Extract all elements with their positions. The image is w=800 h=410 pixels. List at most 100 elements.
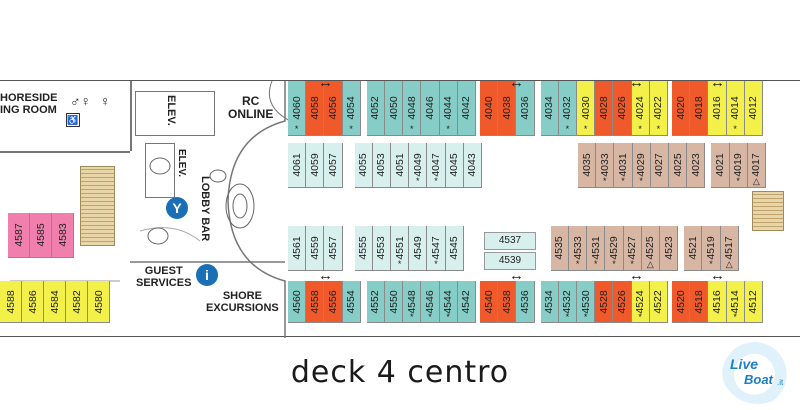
cabin[interactable]: 4538	[498, 281, 517, 323]
cabin[interactable]: 4033*	[596, 143, 615, 188]
cabin[interactable]: 4526	[613, 281, 632, 323]
cabin[interactable]: 4059	[306, 143, 325, 188]
cabin[interactable]: 4585	[30, 213, 52, 258]
cabin[interactable]: 4534	[540, 281, 559, 323]
cabin[interactable]: 4535	[550, 226, 569, 271]
cabin[interactable]: 4536	[516, 281, 535, 323]
cabin[interactable]: 4546*	[421, 281, 440, 323]
cabin[interactable]: 4036	[516, 81, 535, 136]
cabin[interactable]: 4012	[744, 81, 763, 136]
cabin[interactable]: 4554	[342, 281, 361, 323]
cabin[interactable]: 4528	[595, 281, 614, 323]
cabin[interactable]: 4549	[409, 226, 428, 271]
cabin[interactable]: 4044*	[439, 81, 458, 136]
cabin[interactable]: 4560	[288, 281, 307, 323]
cabin[interactable]: 4527*	[623, 226, 642, 271]
cabin[interactable]: 4014*	[726, 81, 745, 136]
cabin[interactable]: 4048*	[403, 81, 422, 136]
cabin[interactable]: 4524*	[631, 281, 650, 323]
cabin[interactable]: 4540	[480, 281, 499, 323]
cabin[interactable]: 4548*	[403, 281, 422, 323]
cabin[interactable]: 4031*	[614, 143, 633, 188]
cabin[interactable]: 4583	[52, 213, 74, 258]
cabin[interactable]: 4550	[385, 281, 404, 323]
cabin[interactable]: 4584	[44, 281, 66, 323]
cabin[interactable]: 4521	[684, 226, 703, 271]
cabin[interactable]: 4016	[708, 81, 727, 136]
cabin[interactable]: 4551*	[391, 226, 410, 271]
cabin[interactable]: 4022*	[649, 81, 668, 136]
cabin[interactable]: 4056	[324, 81, 343, 136]
cabin[interactable]: 4533*	[569, 226, 588, 271]
cabin[interactable]: 4050	[385, 81, 404, 136]
cabin[interactable]: 4047*	[427, 143, 446, 188]
cabin[interactable]: 4049*	[409, 143, 428, 188]
cabin[interactable]: 4547*	[427, 226, 446, 271]
cabin[interactable]: 4035	[578, 143, 597, 188]
cabin[interactable]: 4029*	[632, 143, 651, 188]
cabin[interactable]: 4027	[650, 143, 669, 188]
cabin[interactable]: 4021	[711, 143, 730, 188]
cabin[interactable]: 4040	[480, 81, 499, 136]
cabin[interactable]: 4561	[288, 226, 307, 271]
cabin[interactable]: 4553	[372, 226, 391, 271]
cabin[interactable]: 4032*	[558, 81, 577, 136]
cabin[interactable]: 4025	[669, 143, 688, 188]
cabin[interactable]: 4046	[421, 81, 440, 136]
cabin[interactable]: 4519*	[702, 226, 721, 271]
cabin[interactable]: 4019*	[729, 143, 748, 188]
cabin[interactable]: 4017△	[747, 143, 766, 188]
cabin[interactable]: 4545	[445, 226, 464, 271]
cabin[interactable]: 4023	[687, 143, 706, 188]
cabin[interactable]: 4024*	[631, 81, 650, 136]
cabin[interactable]: 4517△	[720, 226, 739, 271]
cabin[interactable]: 4552	[366, 281, 385, 323]
cabin[interactable]: 4520	[672, 281, 691, 323]
cabin[interactable]: 4057	[324, 143, 343, 188]
cabin[interactable]: 4060*	[288, 81, 307, 136]
cabin[interactable]: 4522	[649, 281, 668, 323]
cabin[interactable]: 4058	[306, 81, 325, 136]
cabin[interactable]: 4556	[324, 281, 343, 323]
cabin[interactable]: 4530*	[577, 281, 596, 323]
cabin[interactable]: 4516	[708, 281, 727, 323]
cabin[interactable]: 4514*	[726, 281, 745, 323]
cabin[interactable]: 4557	[324, 226, 343, 271]
cabin[interactable]: 4580	[88, 281, 110, 323]
cabin[interactable]: 4559	[306, 226, 325, 271]
cabin[interactable]: 4051	[391, 143, 410, 188]
cabin[interactable]: 4529*	[605, 226, 624, 271]
cabin[interactable]: 4034	[540, 81, 559, 136]
cabin[interactable]: 4030*	[577, 81, 596, 136]
cabin[interactable]: 4555	[354, 226, 373, 271]
cabin[interactable]: 4537	[484, 232, 536, 250]
cabin[interactable]: 4587	[8, 213, 30, 258]
cabin[interactable]: 4020	[672, 81, 691, 136]
cabin[interactable]: 4038	[498, 81, 517, 136]
cabin[interactable]: 4045	[445, 143, 464, 188]
cabin[interactable]: 4061	[288, 143, 307, 188]
cabin[interactable]: 4542	[457, 281, 476, 323]
cabin[interactable]: 4525△	[641, 226, 660, 271]
cabin[interactable]: 4531*	[587, 226, 606, 271]
cabin[interactable]: 4588	[0, 281, 22, 323]
cabin[interactable]: 4518	[690, 281, 709, 323]
cabin[interactable]: 4054*	[342, 81, 361, 136]
cabin[interactable]: 4532*	[558, 281, 577, 323]
cabin[interactable]: 4586	[22, 281, 44, 323]
cabin[interactable]: 4028	[595, 81, 614, 136]
cabin[interactable]: 4055	[354, 143, 373, 188]
cabin[interactable]: 4582	[66, 281, 88, 323]
cabin[interactable]: 4043	[463, 143, 482, 188]
cabin[interactable]: 4558	[306, 281, 325, 323]
cabin[interactable]: 4053	[372, 143, 391, 188]
cabin[interactable]: 4018	[690, 81, 709, 136]
cabin[interactable]: 4512	[744, 281, 763, 323]
cabin[interactable]: 4026	[613, 81, 632, 136]
cabin[interactable]: 4052	[366, 81, 385, 136]
cabin[interactable]: 4042	[457, 81, 476, 136]
cabin[interactable]: 4523	[660, 226, 679, 271]
cabin[interactable]: 4539	[484, 252, 536, 270]
cabin[interactable]: 4544*	[439, 281, 458, 323]
